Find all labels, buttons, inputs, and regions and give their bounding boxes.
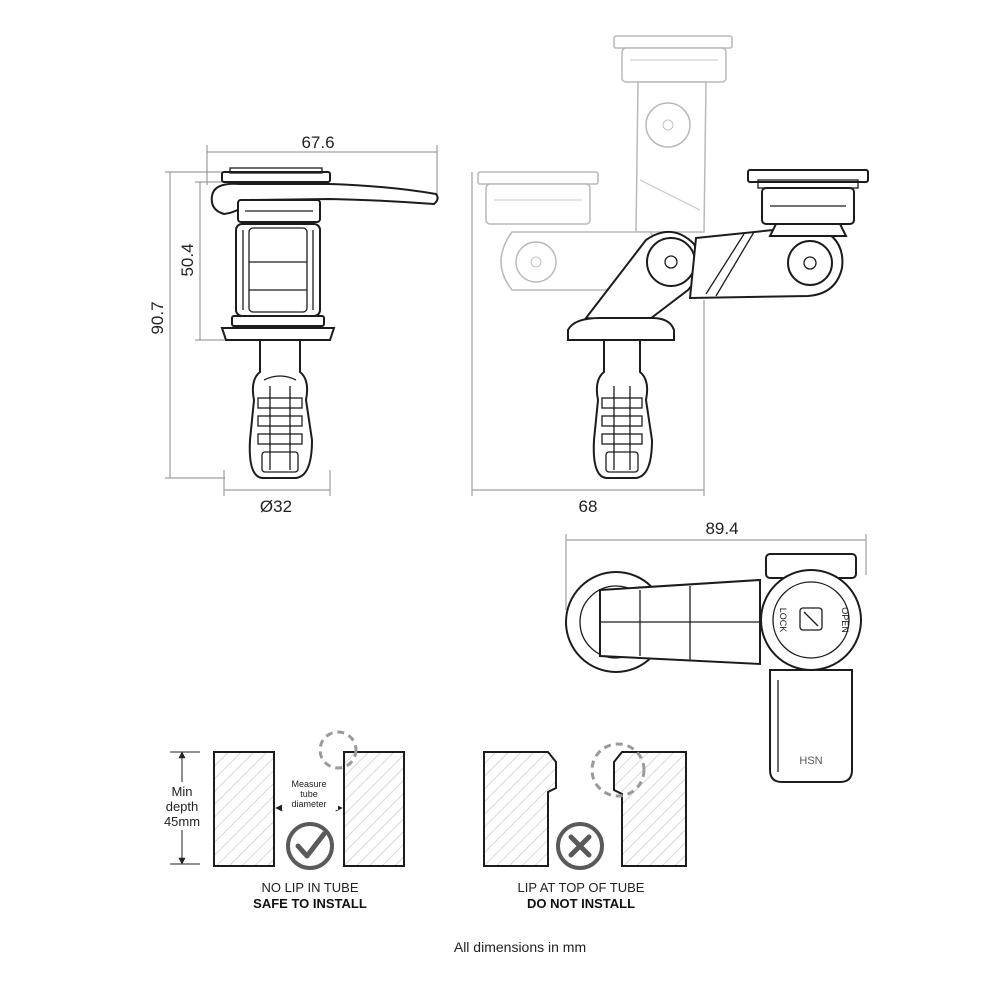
ghost-vertical-arm (613, 35, 733, 233)
measure-label-line3: diameter (291, 799, 326, 809)
measure-label-line1: Measure (291, 779, 326, 789)
safe-status: SAFE TO INSTALL (253, 896, 367, 911)
lock-text: LOCK (778, 608, 788, 633)
total-height-dimension: 90.7 (148, 301, 167, 334)
side-view-dimensions (165, 145, 438, 496)
active-arm (584, 224, 844, 324)
tube-wall-left (213, 751, 275, 867)
front-expansion-plug (592, 339, 654, 479)
front-view-dimensions (471, 172, 705, 496)
lip-highlight (590, 742, 646, 798)
lip-tube-wall-left (483, 751, 557, 867)
top-view: 89.4 HSN LOCK OPEN (565, 519, 867, 783)
side-view: 67.6 50.4 90.7 Ø32 (148, 133, 439, 516)
cross-icon (556, 822, 604, 870)
top-view-width-dimension: 89.4 (705, 519, 738, 538)
safe-caption: NO LIP IN TUBE (261, 880, 358, 895)
install-safe: Min depth 45mm Measure tube diameter NO … (160, 730, 405, 911)
dimensions-note: All dimensions in mm (454, 939, 586, 955)
depth-label-line3: 45mm (164, 814, 200, 829)
inner-height-dimension: 50.4 (178, 243, 197, 276)
tube-wall-right (343, 751, 405, 867)
base-flange (220, 315, 336, 341)
mount-head (210, 167, 439, 223)
depth-label-line2: depth (166, 799, 199, 814)
unsafe-status: DO NOT INSTALL (527, 896, 635, 911)
measure-label-line2: tube (300, 789, 318, 799)
install-unsafe: LIP AT TOP OF TUBE DO NOT INSTALL (483, 742, 687, 911)
top-width-dimension: 67.6 (301, 133, 334, 152)
check-icon (286, 822, 334, 870)
depth-label-line1: Min (172, 784, 193, 799)
active-mount-head (747, 169, 869, 237)
front-view: 68 (471, 35, 869, 516)
no-lip-highlight (318, 730, 358, 770)
front-base (567, 317, 675, 341)
lip-tube-wall-right (613, 751, 687, 867)
expansion-plug (248, 339, 314, 479)
hinge-body (235, 223, 321, 317)
open-text: OPEN (840, 607, 850, 633)
tube-diameter-dimension: Ø32 (260, 497, 292, 516)
unsafe-caption: LIP AT TOP OF TUBE (518, 880, 645, 895)
arm-width-dimension: 68 (579, 497, 598, 516)
brand-stamp: HSN (799, 755, 822, 767)
top-view-dimensions (565, 534, 867, 610)
